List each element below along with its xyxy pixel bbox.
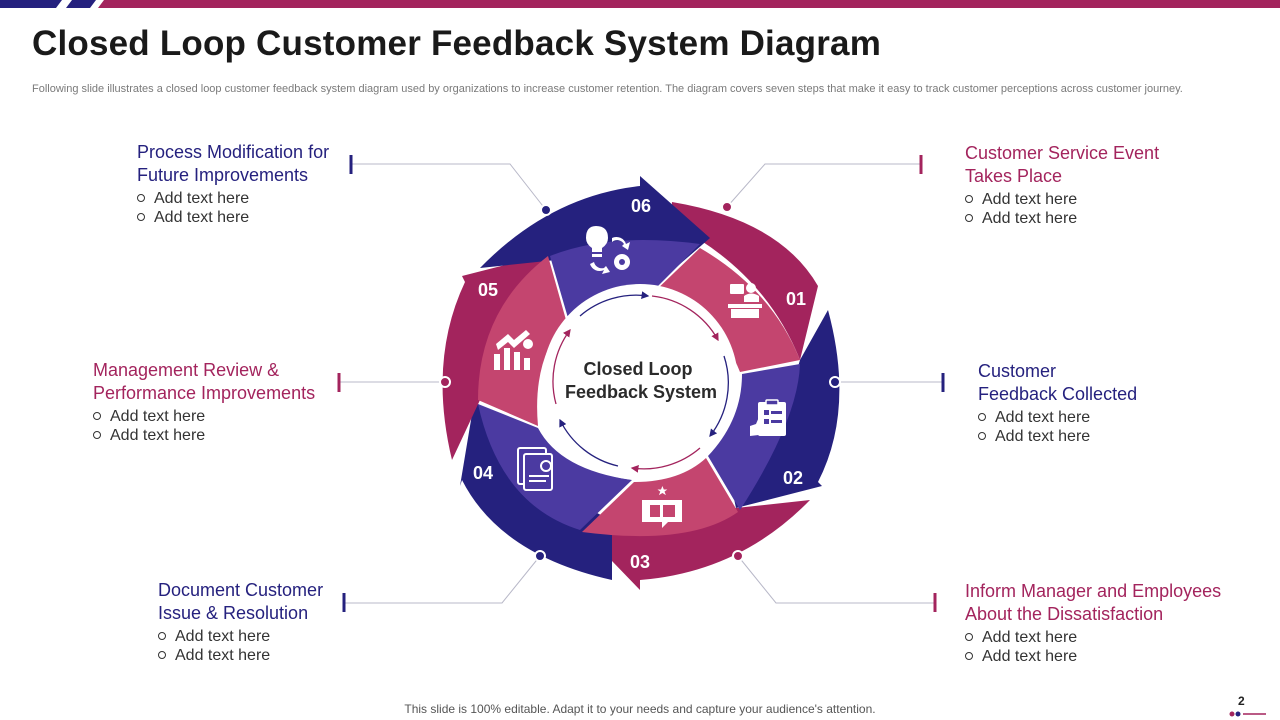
list-item: Add text here [158, 627, 358, 646]
list-item: Add text here [158, 646, 358, 665]
step-bullets-06: Add text here Add text here [137, 189, 347, 227]
connector-lines [340, 163, 942, 604]
connector-dots [439, 201, 841, 562]
step-block-02: Customer Feedback Collected Add text her… [978, 360, 1258, 446]
page-subtitle: Following slide illustrates a closed loo… [32, 83, 1183, 95]
step-block-03: Inform Manager and Employees About the D… [965, 580, 1265, 666]
connector-end-ticks [337, 155, 945, 612]
inner-segments [478, 240, 800, 537]
step-title-04: Document Customer Issue & Resolution [158, 580, 324, 623]
step-number-05: 05 [478, 280, 498, 300]
step-block-04: Document Customer Issue & Resolution Add… [158, 579, 358, 665]
step-bullets-04: Add text here Add text here [158, 627, 358, 665]
center-cycle-arrows [552, 291, 729, 473]
page-number: 2 [1238, 694, 1245, 708]
step-bullets-03: Add text here Add text here [965, 628, 1265, 666]
step-bullets-02: Add text here Add text here [978, 408, 1258, 446]
arrow-segment-01 [670, 202, 818, 360]
step-number-04: 04 [473, 463, 493, 483]
list-item: Add text here [137, 189, 347, 208]
document-profile-icon [517, 447, 553, 491]
step-block-01: Customer Service Event Takes Place Add t… [965, 142, 1265, 228]
list-item: Add text here [965, 647, 1265, 666]
page-number-decoration [1229, 711, 1266, 717]
customer-service-desk-icon [728, 283, 762, 318]
step-number-02: 02 [783, 468, 803, 488]
growth-chart-icon [494, 330, 533, 370]
top-accent-bar [0, 0, 1280, 8]
step-block-06: Process Modification for Future Improvem… [137, 141, 347, 227]
list-item: Add text here [965, 190, 1265, 209]
idea-process-gear-icon [586, 226, 630, 274]
feedback-clipboard-icon [750, 399, 786, 436]
list-item: Add text here [137, 208, 347, 227]
list-item: Add text here [978, 408, 1258, 427]
center-label-line2: Feedback System [565, 382, 717, 402]
step-bullets-05: Add text here Add text here [93, 407, 333, 445]
center-label-line1: Closed Loop [584, 359, 693, 379]
list-item: Add text here [978, 427, 1258, 446]
page-title: Closed Loop Customer Feedback System Dia… [32, 24, 882, 63]
list-item: Add text here [965, 628, 1265, 647]
step-number-06: 06 [631, 196, 651, 216]
list-item: Add text here [965, 209, 1265, 228]
list-item: Add text here [93, 407, 333, 426]
step-title-05: Management Review & Performance Improvem… [93, 360, 316, 403]
thumbs-down-message-icon [642, 486, 682, 528]
step-title-06: Process Modification for Future Improvem… [137, 142, 330, 185]
list-item: Add text here [93, 426, 333, 445]
step-title-02: Customer Feedback Collected [978, 361, 1138, 404]
footer-note: This slide is 100% editable. Adapt it to… [404, 702, 876, 716]
step-title-01: Customer Service Event Takes Place [965, 143, 1160, 186]
step-bullets-01: Add text here Add text here [965, 190, 1265, 228]
step-title-03: Inform Manager and Employees About the D… [965, 581, 1222, 624]
step-number-01: 01 [786, 289, 806, 309]
center-circle [542, 284, 738, 480]
step-number-03: 03 [630, 552, 650, 572]
step-block-05: Management Review & Performance Improvem… [93, 359, 333, 445]
